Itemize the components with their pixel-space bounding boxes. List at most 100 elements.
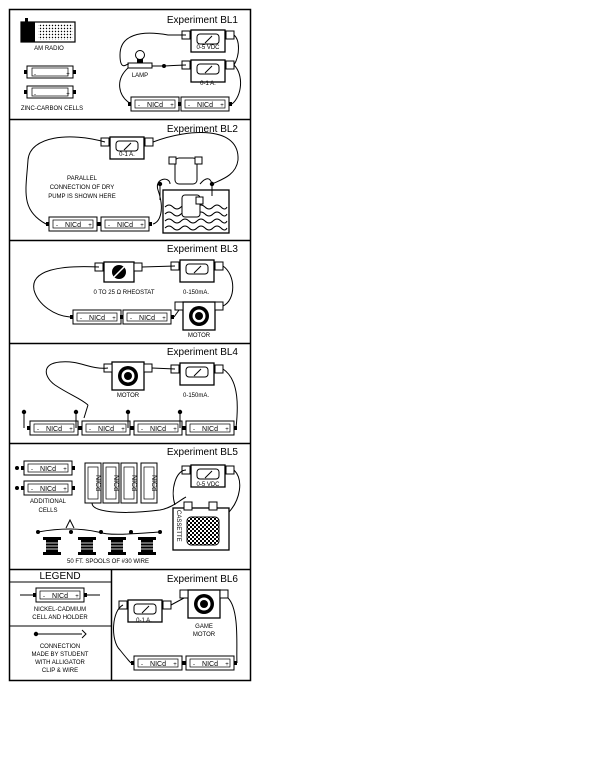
cell-plus-mark: + [162,316,166,322]
label-additional-2: CELLS [38,508,57,514]
panel-bl6: Experiment BL6 0-1 A. GAME MOTOR [113,574,239,671]
label-motor-bl6-1: GAME [195,624,213,630]
motor-bl3 [174,301,224,331]
clip-dot [157,181,163,187]
cell-minus-mark: - [193,427,195,433]
cell-labels: - + - + NICd - + NICd - + NICd - + NICd - + NICd - + NICd - +… [31,72,229,668]
cell-label-nicd: NICd [40,466,56,473]
cell-label-nicd-vertical: NICd [130,475,137,491]
cell-plus-mark: + [225,427,229,433]
cell-label-nicd: NICd [40,486,56,493]
cell-plus-mark: + [121,427,125,433]
vertical-cell-1 [84,462,102,504]
cell-label-nicd: NICd [197,102,213,109]
cell-minus-mark: - [141,427,143,433]
panel-title-bl1: Experiment BL1 [167,15,239,26]
panel-title-bl2: Experiment BL2 [167,124,239,135]
cell-label-nicd: NICd [52,593,68,600]
label-ammeter-bl6: 0-1 A. [136,618,152,624]
cell-plus-mark: + [140,223,144,229]
legend-connection-symbol [33,629,87,639]
cell-plus-mark: + [170,103,174,109]
cell-plus-mark: + [63,467,67,473]
label-zinc-carbon-cells: ZINC-CARBON CELLS [21,106,83,112]
label-ammeter-bl2: 0-1 A. [119,152,135,158]
panel-bl4: Experiment BL4 MOTOR 0-150mA. [21,347,239,436]
clip-dot [162,64,166,68]
cell-plus-mark: + [88,223,92,229]
panel-bl2: Experiment BL2 0-1 A. PARALLEL CONNECTIO… [25,124,239,234]
zinc-carbon-cell-2 [24,85,76,99]
wire-spool-1 [42,536,62,556]
cell-plus-mark: + [63,487,67,493]
cell-minus-mark: - [89,427,91,433]
cell-label-nicd: NICd [202,426,218,433]
wire-spool-3 [107,536,127,556]
vertical-cell-4 [140,462,158,504]
legend-conn-desc-2: MADE BY STUDENT [32,652,89,658]
cell-minus-mark: - [31,467,33,473]
label-additional-1: ADDITIONAL [30,499,67,505]
vertical-cell-2 [102,462,120,504]
cell-label-nicd: NICd [147,102,163,109]
label-motor-bl6-2: MOTOR [193,632,216,638]
label-meter-bl3: 0-150mA. [183,290,209,296]
cell-plus-mark: + [220,103,224,109]
cell-label-nicd: NICd [89,315,105,322]
cell-label-nicd: NICd [117,222,133,229]
panel-bl3: Experiment BL3 0 TO 25 Ω RHEOSTAT 0-150m… [33,244,238,339]
label-am-radio: AM RADIO [34,46,64,52]
cell-minus-mark: - [130,316,132,322]
cell-plus-mark: + [66,72,70,78]
rheostat-icon [94,261,143,283]
wires-bl4 [23,361,238,429]
legend-title: LEGEND [39,571,80,582]
panel-title-bl4: Experiment BL4 [167,347,239,358]
cell-minus-mark: - [34,72,36,78]
cell-minus-mark: - [188,103,190,109]
cell-plus-mark: + [75,594,79,600]
wires-bl5 [37,469,241,535]
label-meter-bl4: 0-150mA. [183,393,209,399]
pump-upper [168,156,203,185]
water-tank [162,189,230,234]
legend: LEGEND NICKEL-CADMIUM CELL AND HOLDER CO… [9,571,112,674]
zinc-carbon-cell-1 [24,65,76,79]
label-ammeter-bl1: 0-1 A. [200,81,216,87]
am-radio-icon [20,18,76,43]
clip-dot [73,409,79,415]
cell-minus-mark: - [193,662,195,668]
sheet-frame [8,8,252,682]
milliammeter-bl4 [170,362,224,386]
cell-label-nicd: NICd [46,426,62,433]
wires-bl1 [119,32,241,105]
cell-plus-mark: + [66,92,70,98]
clip-dot [125,409,131,415]
cell-minus-mark: - [56,223,58,229]
cell-minus-mark: - [138,103,140,109]
panel-title-bl6: Experiment BL6 [167,574,239,585]
milliammeter-bl3 [170,259,224,283]
wires-bl6 [113,597,238,664]
cell-minus-mark: - [108,223,110,229]
legend-conn-desc-4: CLIP & WIRE [42,668,78,674]
cell-plus-mark: + [69,427,73,433]
panel-bl5: Experiment BL5 ADDITIONAL CELLS 0-5 VDC … [15,447,241,565]
ammeter-0-1a-bl1 [181,59,235,83]
motor-bl4 [103,361,153,391]
legend-cell-desc-1: NICKEL-CADMIUM [34,607,86,613]
cell-minus-mark: - [34,92,36,98]
label-spools: 50 FT. SPOOLS OF #30 WIRE [67,559,149,565]
pump-lower [181,194,204,218]
wire-spool-2 [77,536,97,556]
cell-minus-mark: - [43,594,45,600]
label-lamp: LAMP [132,73,148,79]
label-motor-bl3: MOTOR [188,333,211,339]
label-motor-bl4: MOTOR [117,393,140,399]
cassette-icon [172,501,230,551]
vertical-cell-3 [120,462,138,504]
cell-label-nicd-vertical: NICd [112,475,119,491]
cell-label-nicd: NICd [98,426,114,433]
label-voltmeter-bl5: 0-5 VDC [196,482,220,488]
legend-conn-desc-3: WITH ALLIGATOR [35,660,85,666]
